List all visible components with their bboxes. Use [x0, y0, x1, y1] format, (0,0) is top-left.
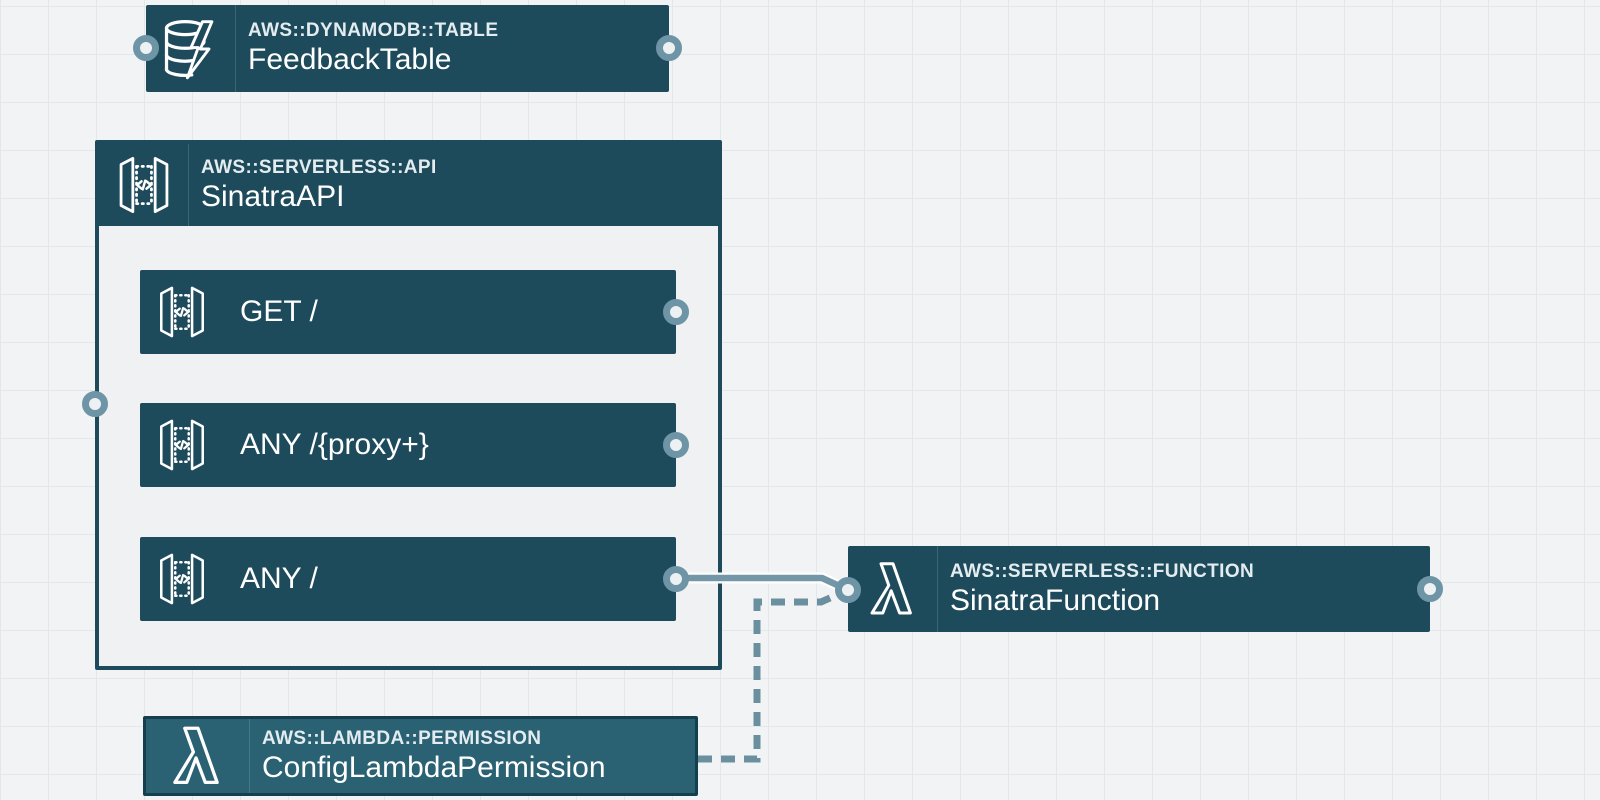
node-type-label: AWS::SERVERLESS::API	[201, 156, 437, 178]
node-name: FeedbackTable	[248, 43, 452, 76]
node-type-label: AWS::LAMBDA::PERMISSION	[262, 727, 542, 749]
route-get-root[interactable]: GET /	[140, 270, 676, 354]
port-route-any-right[interactable]	[663, 566, 689, 592]
node-name: ConfigLambdaPermission	[262, 750, 606, 784]
port-feedback-table-left[interactable]	[133, 35, 159, 61]
port-route-any-proxy-right[interactable]	[663, 432, 689, 458]
port-sinatra-function-left[interactable]	[835, 577, 861, 603]
lambda-icon	[146, 719, 250, 793]
route-label: ANY /{proxy+}	[240, 428, 429, 461]
node-name: SinatraAPI	[201, 179, 345, 213]
node-sinatra-api-labels: AWS::SERVERLESS::API SinatraAPI	[189, 144, 437, 226]
route-any-proxy[interactable]: ANY /{proxy+}	[140, 403, 676, 487]
route-label: ANY /	[240, 562, 318, 595]
node-feedback-table[interactable]: AWS::DYNAMODB::TABLE FeedbackTable	[146, 5, 669, 92]
node-name: SinatraFunction	[950, 583, 1161, 617]
api-gateway-icon	[99, 144, 189, 226]
route-any-root[interactable]: ANY /	[140, 537, 676, 621]
node-type-label: AWS::DYNAMODB::TABLE	[248, 20, 499, 41]
api-route-icon	[140, 551, 224, 607]
port-sinatra-api-left[interactable]	[82, 391, 108, 417]
node-sinatra-api[interactable]: AWS::SERVERLESS::API SinatraAPI GET /	[95, 140, 722, 670]
node-feedback-labels: AWS::DYNAMODB::TABLE FeedbackTable	[236, 5, 498, 92]
lambda-icon	[848, 546, 938, 632]
port-feedback-table-right[interactable]	[656, 35, 682, 61]
api-route-icon	[140, 417, 224, 473]
node-function-labels: AWS::SERVERLESS::FUNCTION SinatraFunctio…	[938, 546, 1254, 632]
port-sinatra-function-right[interactable]	[1417, 576, 1443, 602]
node-sinatra-api-header[interactable]: AWS::SERVERLESS::API SinatraAPI	[99, 144, 718, 226]
node-permission-labels: AWS::LAMBDA::PERMISSION ConfigLambdaPerm…	[250, 719, 606, 793]
api-route-icon	[140, 284, 224, 340]
node-sinatra-function[interactable]: AWS::SERVERLESS::FUNCTION SinatraFunctio…	[848, 546, 1430, 632]
dynamodb-icon	[146, 5, 236, 92]
node-type-label: AWS::SERVERLESS::FUNCTION	[950, 560, 1255, 582]
route-label: GET /	[240, 295, 318, 328]
port-route-get-right[interactable]	[663, 299, 689, 325]
node-config-lambda-permission[interactable]: AWS::LAMBDA::PERMISSION ConfigLambdaPerm…	[143, 716, 698, 796]
